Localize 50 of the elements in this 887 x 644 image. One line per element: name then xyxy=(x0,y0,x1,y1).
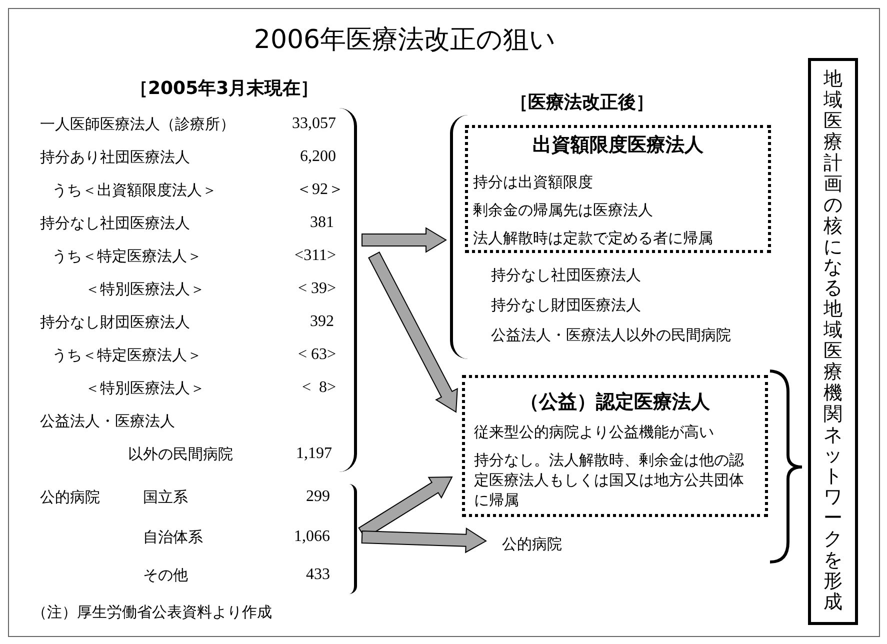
category-label: 国立系 xyxy=(143,487,188,507)
category-label: 持分なし財団医療法人 xyxy=(40,312,190,332)
text-line: 法人解散時は定款で定める者に帰属 xyxy=(473,228,713,248)
count-value: 433 xyxy=(306,565,330,585)
text-line: 公的病院 xyxy=(502,534,562,554)
category-label: 公益法人・医療法人 xyxy=(40,411,175,431)
box-heading: （公益）認定医療法人 xyxy=(520,390,710,414)
count-value: 392 xyxy=(310,312,334,332)
dotted-box xyxy=(462,375,768,517)
dotted-box xyxy=(465,125,771,253)
text-line: 剰余金の帰属先は医療法人 xyxy=(473,200,653,220)
count-value: 299 xyxy=(306,487,330,507)
text-line: 持分は出資額限度 xyxy=(473,172,593,192)
block-arrow xyxy=(368,252,458,413)
section-heading: ［医療法改正後］ xyxy=(510,91,654,114)
count-value: 6,200 xyxy=(300,147,336,167)
category-label: 持分なし社団医療法人 xyxy=(40,213,190,233)
count-value: < 63> xyxy=(298,345,336,365)
category-label: 自治体系 xyxy=(143,527,203,547)
category-label: うち＜特定医療法人＞ xyxy=(52,345,202,365)
count-value: 1,066 xyxy=(294,527,330,547)
count-value: 1,197 xyxy=(296,444,332,464)
text-line: 公益法人・医療法人以外の民間病院 xyxy=(491,325,731,345)
category-label: うち＜特定医療法人＞ xyxy=(52,246,202,266)
count-value: <311> xyxy=(294,246,336,266)
category-label: 持分あり社団医療法人 xyxy=(40,147,190,167)
text-line: 持分なし社団医療法人 xyxy=(491,265,641,285)
category-label: うち＜出資額限度法人＞ xyxy=(52,180,217,200)
block-arrow xyxy=(361,527,487,554)
title: 2006年医療法改正の狙い xyxy=(252,24,558,57)
count-value: < 8> xyxy=(302,378,336,398)
description-text: 持分なし。法人解散時、剰余金は他の認定医療法人もしくは国又は地方公共団体に帰属 xyxy=(474,450,745,510)
category-label: ＜特別医療法人＞ xyxy=(85,279,205,299)
count-value: 381 xyxy=(310,213,334,233)
category-label: 一人医師医療法人（診療所） xyxy=(40,114,235,134)
category-label: ＜特別医療法人＞ xyxy=(85,378,205,398)
text-line: 従来型公的病院より公益機能が高い xyxy=(474,422,714,442)
footnote: （注）厚生労働省公表資料より作成 xyxy=(32,602,272,622)
vertical-text-box xyxy=(808,58,858,625)
text-line: 持分なし財団医療法人 xyxy=(491,295,641,315)
vertical-text: 地域医療計画の核になる地域医療機関ネットワークを形成 xyxy=(824,69,842,613)
category-label: 以外の民間病院 xyxy=(128,444,233,464)
count-value: 33,057 xyxy=(292,114,336,134)
block-arrow xyxy=(362,227,447,253)
box-heading: 出資額限度医療法人 xyxy=(532,133,704,157)
count-value: < 39> xyxy=(298,279,336,299)
category-label: その他 xyxy=(143,565,188,585)
section-heading: ［2005年3月末現在］ xyxy=(130,77,319,100)
count-value: ＜92＞ xyxy=(296,180,344,200)
category-label: 公的病院 xyxy=(40,487,100,507)
